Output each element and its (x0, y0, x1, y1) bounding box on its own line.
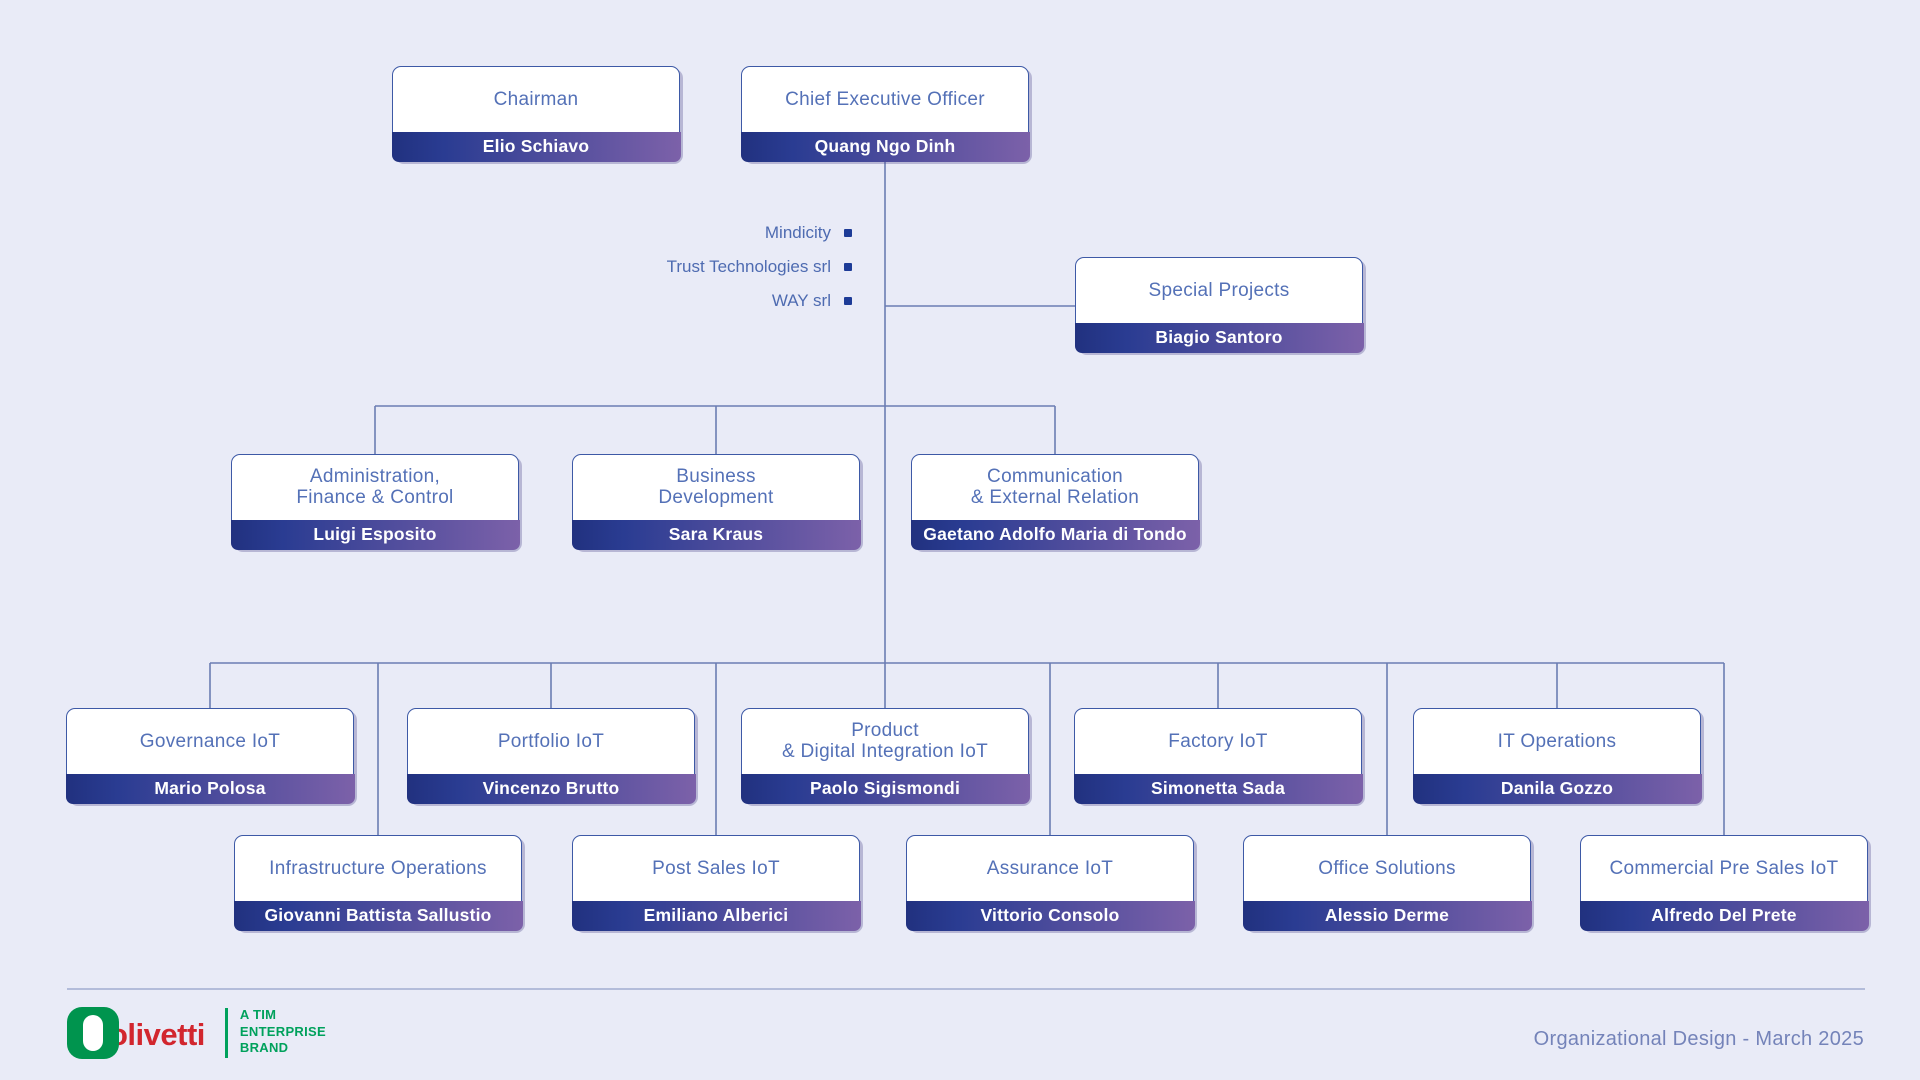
org-card-infrastructure-operations: Infrastructure Operations Giovanni Batti… (233, 835, 523, 931)
org-card-product-digital-integration-iot: Product & Digital Integration IoT Paolo … (740, 708, 1030, 804)
org-card-name: Elio Schiavo (391, 131, 681, 162)
brand-divider (224, 1008, 228, 1058)
org-card-title: Assurance IoT (986, 857, 1114, 879)
org-card-name: Alfredo Del Prete (1579, 900, 1869, 931)
org-card-office-solutions: Office Solutions Alessio Derme (1242, 835, 1532, 931)
org-card-title: Infrastructure Operations (269, 857, 487, 879)
olivetti-logo: olivetti A TIM ENTERPRISE BRAND (67, 1007, 326, 1059)
square-bullet-icon (844, 263, 852, 271)
footer-divider (67, 988, 1865, 990)
subsidiary-label-way: WAY srl (772, 291, 852, 311)
org-card-title: Communication & External Relation (970, 465, 1140, 509)
org-card-name: Alessio Derme (1242, 900, 1532, 931)
org-card-name: Biagio Santoro (1074, 322, 1364, 353)
org-card-title: Factory IoT (1168, 730, 1268, 752)
org-card-commercial-pre-sales-iot: Commercial Pre Sales IoT Alfredo Del Pre… (1579, 835, 1869, 931)
org-card-title: Commercial Pre Sales IoT (1609, 857, 1839, 879)
subsidiary-text: Trust Technologies srl (666, 257, 831, 276)
org-card-name: Mario Polosa (65, 773, 355, 804)
org-card-title: Governance IoT (139, 730, 281, 752)
org-card-title: Business Development (658, 465, 774, 509)
org-card-title: Special Projects (1148, 279, 1290, 301)
org-card-name: Vincenzo Brutto (406, 773, 696, 804)
org-card-it-operations: IT Operations Danila Gozzo (1412, 708, 1702, 804)
tim-enterprise-brand-tagline: A TIM ENTERPRISE BRAND (239, 1007, 326, 1055)
org-card-name: Sara Kraus (571, 519, 861, 550)
org-card-name: Gaetano Adolfo Maria di Tondo (910, 519, 1200, 550)
org-card-business-development: Business Development Sara Kraus (571, 454, 861, 550)
org-card-title: Administration, Finance & Control (296, 465, 454, 509)
org-card-title: Chairman (493, 88, 579, 110)
square-bullet-icon (844, 297, 852, 305)
org-card-name: Giovanni Battista Sallustio (233, 900, 523, 931)
subsidiary-label-mindicity: Mindicity (765, 223, 852, 243)
square-bullet-icon (844, 229, 852, 237)
org-card-name: Danila Gozzo (1412, 773, 1702, 804)
org-card-chairman: Chairman Elio Schiavo (391, 66, 681, 162)
org-card-title: Product & Digital Integration IoT (781, 719, 989, 763)
org-card-assurance-iot: Assurance IoT Vittorio Consolo (905, 835, 1195, 931)
org-card-title: IT Operations (1497, 730, 1617, 752)
org-card-governance-iot: Governance IoT Mario Polosa (65, 708, 355, 804)
org-card-ceo: Chief Executive Officer Quang Ngo Dinh (740, 66, 1030, 162)
org-card-title: Office Solutions (1318, 857, 1456, 879)
org-card-communication-external-relation: Communication & External Relation Gaetan… (910, 454, 1200, 550)
org-card-name: Quang Ngo Dinh (740, 131, 1030, 162)
subsidiary-text: Mindicity (764, 223, 831, 242)
footer-caption: Organizational Design - March 2025 (1533, 1028, 1864, 1050)
org-card-name: Vittorio Consolo (905, 900, 1195, 931)
org-card-name: Luigi Esposito (230, 519, 520, 550)
olivetti-o-glyph (83, 1015, 103, 1051)
org-card-title: Chief Executive Officer (785, 88, 985, 110)
subsidiary-label-trust-technologies: Trust Technologies srl (667, 257, 852, 277)
org-card-title: Portfolio IoT (497, 730, 605, 752)
org-card-name: Simonetta Sada (1073, 773, 1363, 804)
org-card-post-sales-iot: Post Sales IoT Emiliano Alberici (571, 835, 861, 931)
org-card-name: Paolo Sigismondi (740, 773, 1030, 804)
org-card-factory-iot: Factory IoT Simonetta Sada (1073, 708, 1363, 804)
olivetti-wordmark: olivetti (109, 1017, 205, 1052)
org-card-name: Emiliano Alberici (571, 900, 861, 931)
org-card-title: Post Sales IoT (652, 857, 780, 879)
subsidiary-text: WAY srl (771, 291, 831, 310)
org-card-portfolio-iot: Portfolio IoT Vincenzo Brutto (406, 708, 696, 804)
olivetti-logo-icon (67, 1007, 119, 1059)
org-card-administration-finance-control: Administration, Finance & Control Luigi … (230, 454, 520, 550)
org-card-special-projects: Special Projects Biagio Santoro (1074, 257, 1364, 353)
